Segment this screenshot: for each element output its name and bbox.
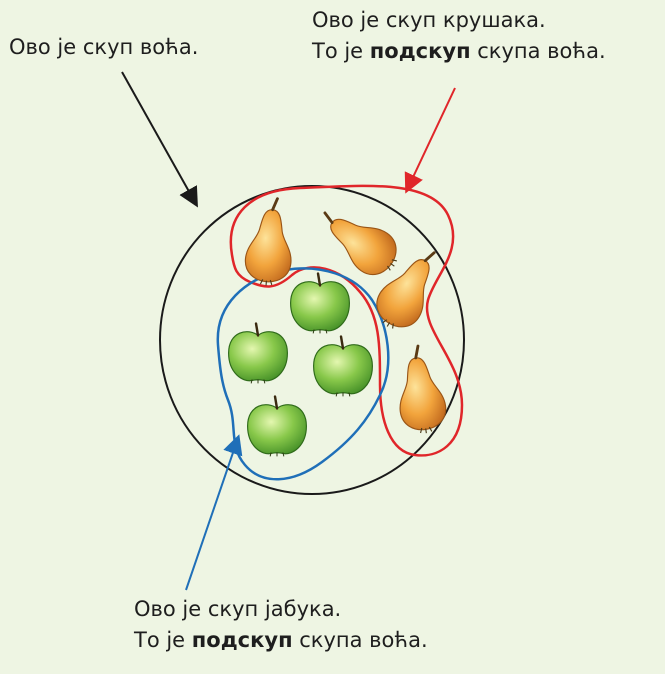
apple-set-line2-prefix: То је — [134, 628, 192, 652]
pear-set-line2-prefix: То је — [312, 39, 370, 63]
pear-set-label: Ово је скуп крушака. То је подскуп скупа… — [312, 5, 606, 67]
fruit-set-text: Ово је скуп воћа. — [9, 35, 198, 59]
pear-set-line2-suffix: скупа воћа. — [471, 39, 606, 63]
apple-set-label: Ово је скуп јабука. То је подскуп скупа … — [134, 594, 428, 656]
fruit-set-label: Ово је скуп воћа. — [9, 32, 198, 63]
pear-set-subset-word: подскуп — [370, 39, 471, 63]
apple-set-subset-word: подскуп — [192, 628, 293, 652]
apple-set-line2-suffix: скупа воћа. — [293, 628, 428, 652]
apple-set-line2: То је подскуп скупа воћа. — [134, 625, 428, 656]
pear-set-line2: То је подскуп скупа воћа. — [312, 36, 606, 67]
apple-set-line1: Ово је скуп јабука. — [134, 594, 428, 625]
pear-set-line1: Ово је скуп крушака. — [312, 5, 606, 36]
